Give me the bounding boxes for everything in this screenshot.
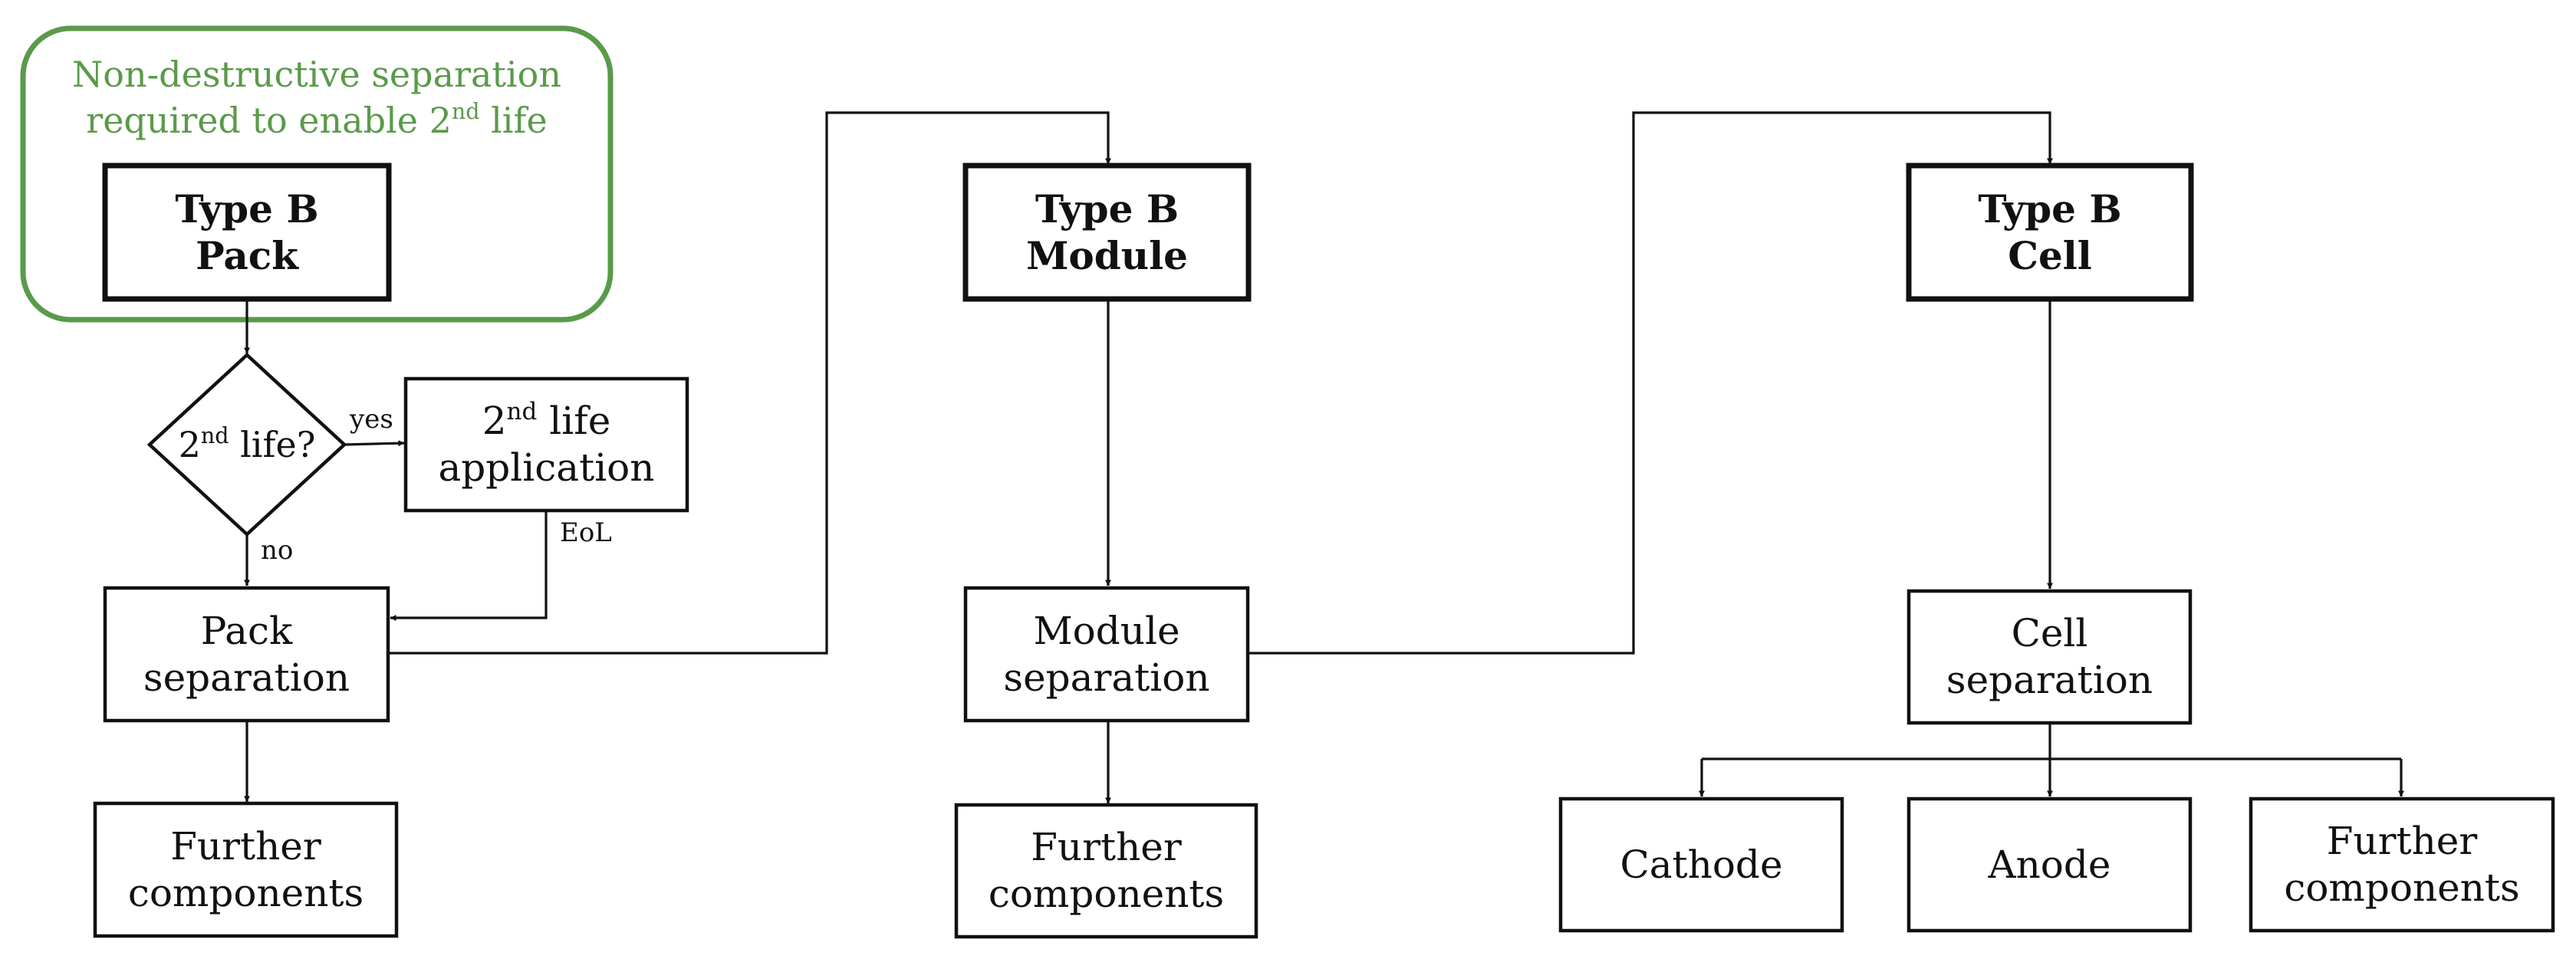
- anode-label: Anode: [1988, 842, 2111, 887]
- decision-label: 2nd life?: [178, 423, 316, 465]
- second-life-application-box: [403, 376, 689, 513]
- no-label: no: [261, 535, 294, 566]
- yes-label: yes: [350, 404, 393, 435]
- pack-to-module-connector: [389, 111, 1111, 655]
- module-to-cell-connector: [1249, 111, 2053, 655]
- pack-separation-box: [103, 586, 390, 723]
- pack-further-components-label: Further components: [127, 823, 364, 915]
- type-b-cell-box: [1906, 163, 2194, 302]
- eol-label: EoL: [560, 517, 612, 548]
- cell-further-components-label: Further components: [2284, 819, 2520, 910]
- anode-box: [1907, 796, 2193, 933]
- second-life-application-label: 2nd life application: [438, 397, 655, 490]
- pack-further-components-box: [93, 801, 399, 938]
- module-further-components-box: [954, 803, 1258, 939]
- type-b-pack-box: [102, 163, 392, 302]
- cell-separation-box: [1907, 589, 2193, 725]
- type-b-module-box: [962, 163, 1252, 302]
- cell-separation-label: Cell separation: [1946, 611, 2153, 702]
- cathode-box: [1558, 796, 1844, 933]
- eol-arrow: [390, 511, 548, 621]
- module-further-components-label: Further components: [988, 825, 1225, 916]
- note-line-2: required to enable 2nd life: [86, 99, 548, 141]
- yes-arrow: [344, 440, 405, 447]
- note-line-1: Non-destructive separation: [72, 54, 561, 95]
- cathode-label: Cathode: [1620, 842, 1783, 887]
- type-b-module-label: Type B Module: [1026, 186, 1188, 278]
- cell-further-components-box: [2249, 796, 2555, 933]
- module-separation-box: [963, 586, 1250, 723]
- non-destructive-note: Non-destructive separation required to e…: [31, 52, 603, 144]
- module-separation-label: Module separation: [1003, 608, 1210, 700]
- non-destructive-highlight-box: [20, 25, 614, 323]
- type-b-pack-label: Type B Pack: [175, 186, 319, 278]
- type-b-cell-label: Type B Cell: [1978, 186, 2122, 278]
- pack-separation-label: Pack separation: [143, 608, 350, 700]
